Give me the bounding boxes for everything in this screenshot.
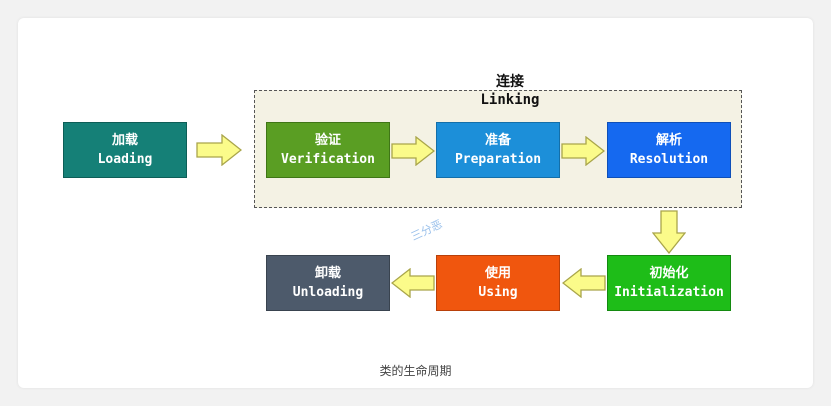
stage-using-en: Using	[478, 285, 518, 300]
stage-unloading-zh: 卸载	[314, 266, 341, 281]
stage-preparation: 准备 Preparation	[436, 122, 560, 178]
stage-resolution-zh: 解析	[655, 133, 682, 148]
linking-title-en: Linking	[480, 92, 540, 108]
stage-using: 使用 Using	[436, 255, 560, 311]
stage-resolution: 解析 Resolution	[607, 122, 731, 178]
arrow-down-icon	[652, 210, 686, 254]
stage-initialization-zh: 初始化	[649, 266, 689, 281]
stage-unloading-en: Unloading	[292, 285, 364, 300]
figure-caption: 类的生命周期	[379, 364, 452, 378]
arrow-right-icon	[561, 136, 605, 166]
arrow-left-icon	[562, 268, 606, 298]
linking-title-zh: 连接	[496, 74, 524, 90]
stage-resolution-en: Resolution	[629, 152, 709, 167]
stage-loading: 加载 Loading	[63, 122, 187, 178]
stage-verification-en: Verification	[281, 152, 375, 167]
stage-initialization: 初始化 Initialization	[607, 255, 731, 311]
stage-verification-zh: 验证	[314, 133, 341, 148]
arrow-right-icon	[391, 136, 435, 166]
stage-preparation-zh: 准备	[484, 133, 511, 148]
stage-initialization-en: Initialization	[614, 285, 724, 300]
stage-unloading: 卸载 Unloading	[266, 255, 390, 311]
stage-using-zh: 使用	[484, 266, 511, 281]
stage-loading-zh: 加载	[111, 133, 138, 148]
stage-loading-en: Loading	[97, 152, 153, 167]
stage-verification: 验证 Verification	[266, 122, 390, 178]
arrow-right-icon	[196, 134, 242, 166]
arrow-left-icon	[391, 268, 435, 298]
stage-preparation-en: Preparation	[454, 152, 542, 167]
